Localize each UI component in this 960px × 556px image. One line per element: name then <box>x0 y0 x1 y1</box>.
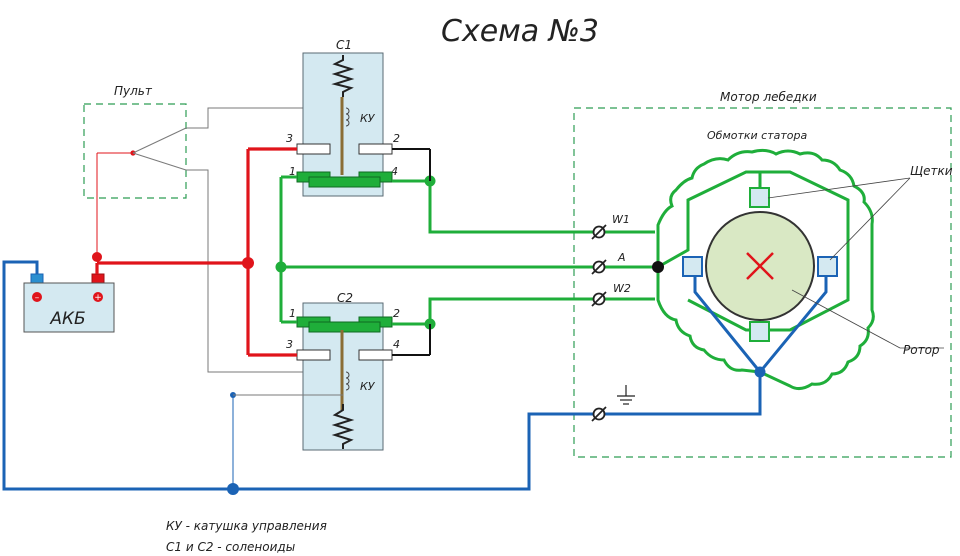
legend-line-1: КУ - катушка управления <box>166 519 327 533</box>
terminal-w1-label: W1 <box>612 213 630 226</box>
stator-label: Обмотки статора <box>707 129 807 142</box>
ground-wiring <box>2 260 762 495</box>
terminal-w2 <box>591 291 607 307</box>
terminal-w1 <box>591 224 607 240</box>
solenoid-c2-label: С2 <box>337 291 353 305</box>
motor-label: Мотор лебедки <box>720 90 817 104</box>
diagram-title: Схема №3 <box>441 14 599 49</box>
motor-frame <box>573 107 952 458</box>
terminal-a <box>591 259 607 275</box>
solenoid-c1: С1 КУ 3 2 1 4 <box>286 38 400 197</box>
coil-c1-label: КУ <box>360 112 376 125</box>
c1-terminal-2: 2 <box>393 132 400 145</box>
solenoid-c2: С2 1 2 3 4 КУ <box>286 291 400 451</box>
spring-icon <box>331 55 355 97</box>
c2-terminal-2: 2 <box>393 307 400 320</box>
terminal-w2-label: W2 <box>613 282 631 295</box>
svg-text:+: + <box>94 293 102 303</box>
spring-icon <box>331 404 355 449</box>
c2-terminal-1: 1 <box>289 307 296 320</box>
remote-frame <box>83 103 187 199</box>
solenoid-c1-label: С1 <box>336 38 352 52</box>
rotor <box>705 211 815 321</box>
terminal-posts: W1 A W2 <box>591 213 635 422</box>
coil-icon <box>345 107 350 127</box>
callouts <box>767 177 944 349</box>
ground-icon <box>617 385 635 405</box>
legend-line-2: С1 и С2 - соленоиды <box>166 540 295 554</box>
rotor-label: Ротор <box>903 343 940 357</box>
coil-icon <box>345 371 350 391</box>
battery-label: АКБ <box>49 309 85 329</box>
c1-terminal-4: 4 <box>391 165 398 178</box>
battery: – + АКБ <box>23 273 115 333</box>
coil-c2-label: КУ <box>360 380 376 393</box>
c2-terminal-3: 3 <box>286 338 293 351</box>
c1-terminal-3: 3 <box>286 132 293 145</box>
terminal-a-label: A <box>617 251 626 264</box>
brushes-label: Щетки <box>910 164 953 178</box>
rotor-cross-icon <box>746 252 774 280</box>
c2-terminal-4: 4 <box>393 338 400 351</box>
remote-label: Пульт <box>114 84 153 98</box>
positive-wiring <box>92 147 297 357</box>
terminal-ground <box>591 406 607 422</box>
svg-text:–: – <box>35 293 40 303</box>
remote-switch <box>96 107 343 373</box>
brushes <box>682 187 838 342</box>
c1-terminal-1: 1 <box>289 165 296 178</box>
